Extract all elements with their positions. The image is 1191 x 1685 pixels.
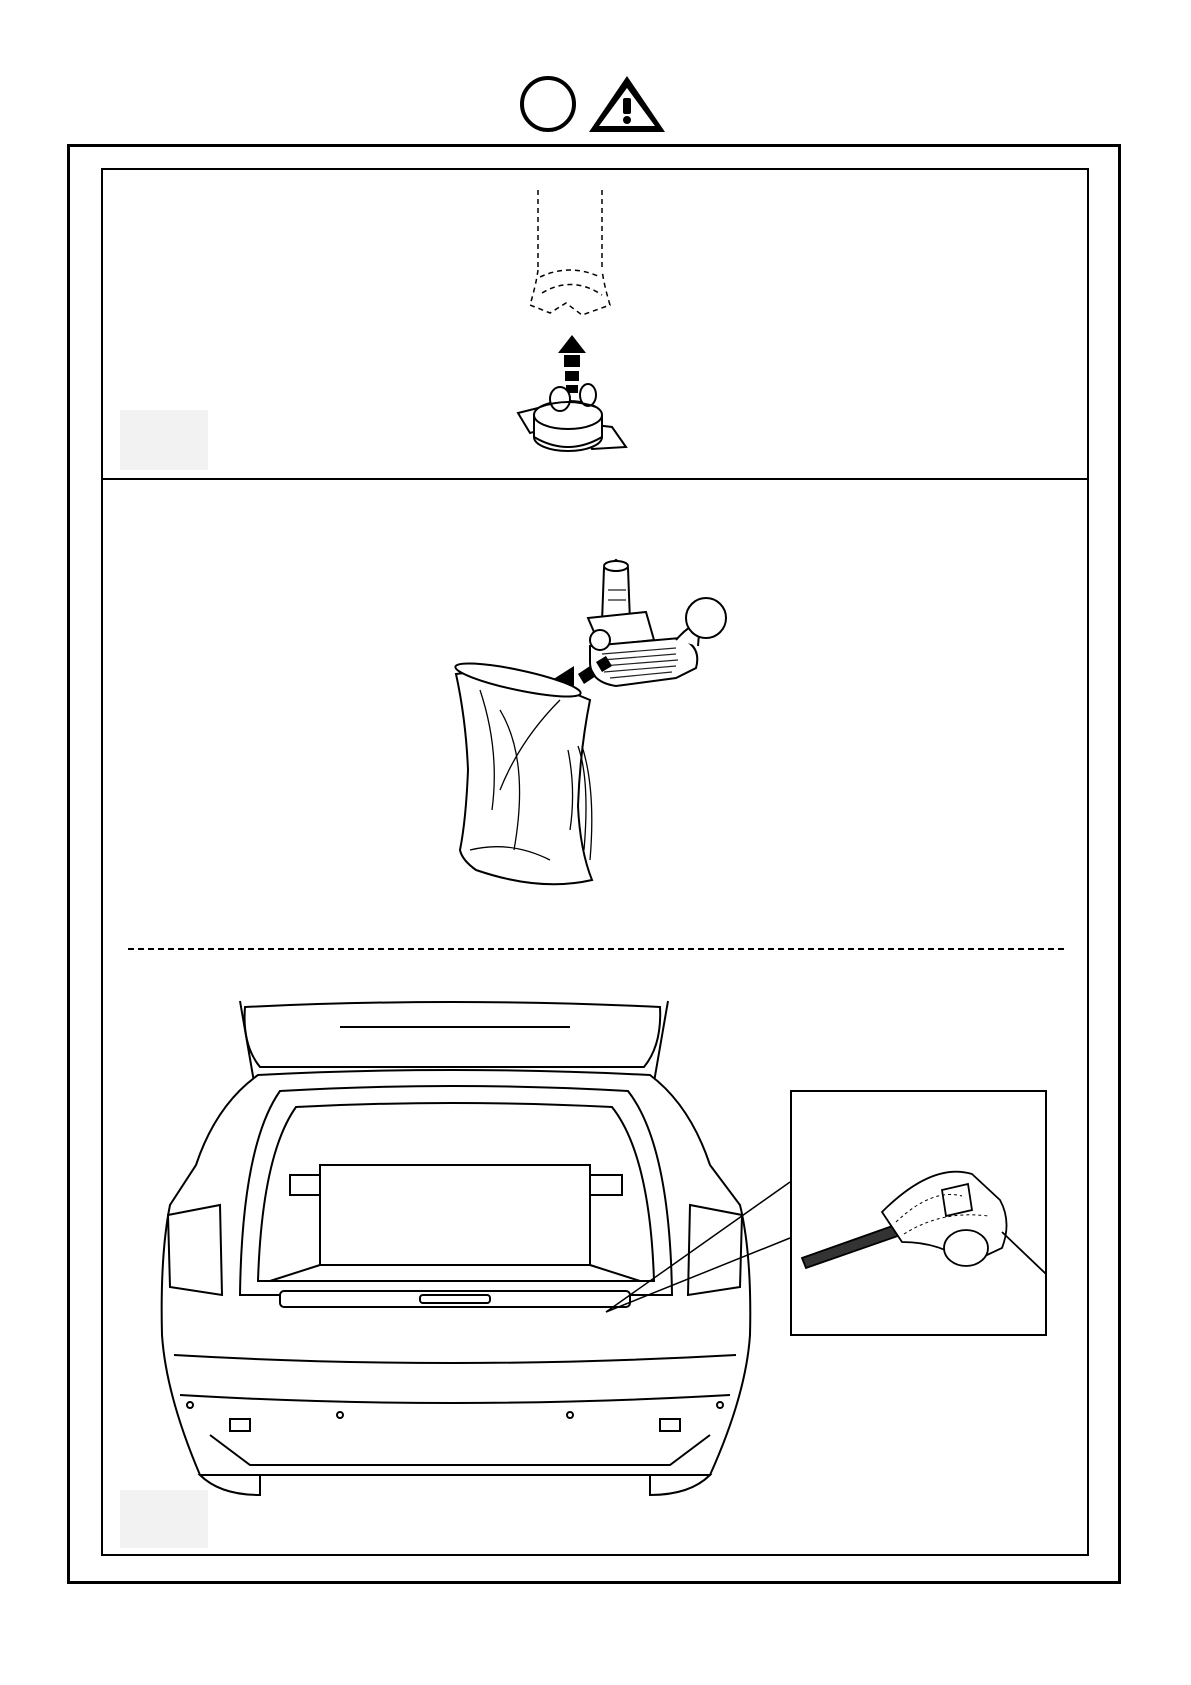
scan-artifact [120, 410, 208, 470]
step-header-graphics [520, 72, 670, 136]
storage-bag [453, 657, 592, 884]
step-circle [522, 78, 574, 130]
left-tail-light [168, 1205, 222, 1295]
dashed-divider [128, 948, 1064, 950]
panel-1-illustration [500, 185, 640, 470]
storage-strap-detail [792, 1092, 1045, 1334]
socket-cap [518, 384, 626, 451]
callout-pointer [600, 1140, 800, 1320]
receiver-tube-outline [530, 190, 610, 315]
warning-triangle-icon [589, 76, 665, 132]
open-tailgate [245, 1002, 661, 1067]
page-header [520, 72, 670, 136]
zoom-inset [790, 1090, 1047, 1336]
insert-arrow [558, 335, 586, 393]
panel-2-illustration [440, 550, 740, 910]
footer-text [530, 1662, 930, 1678]
panel-divider [101, 478, 1089, 480]
